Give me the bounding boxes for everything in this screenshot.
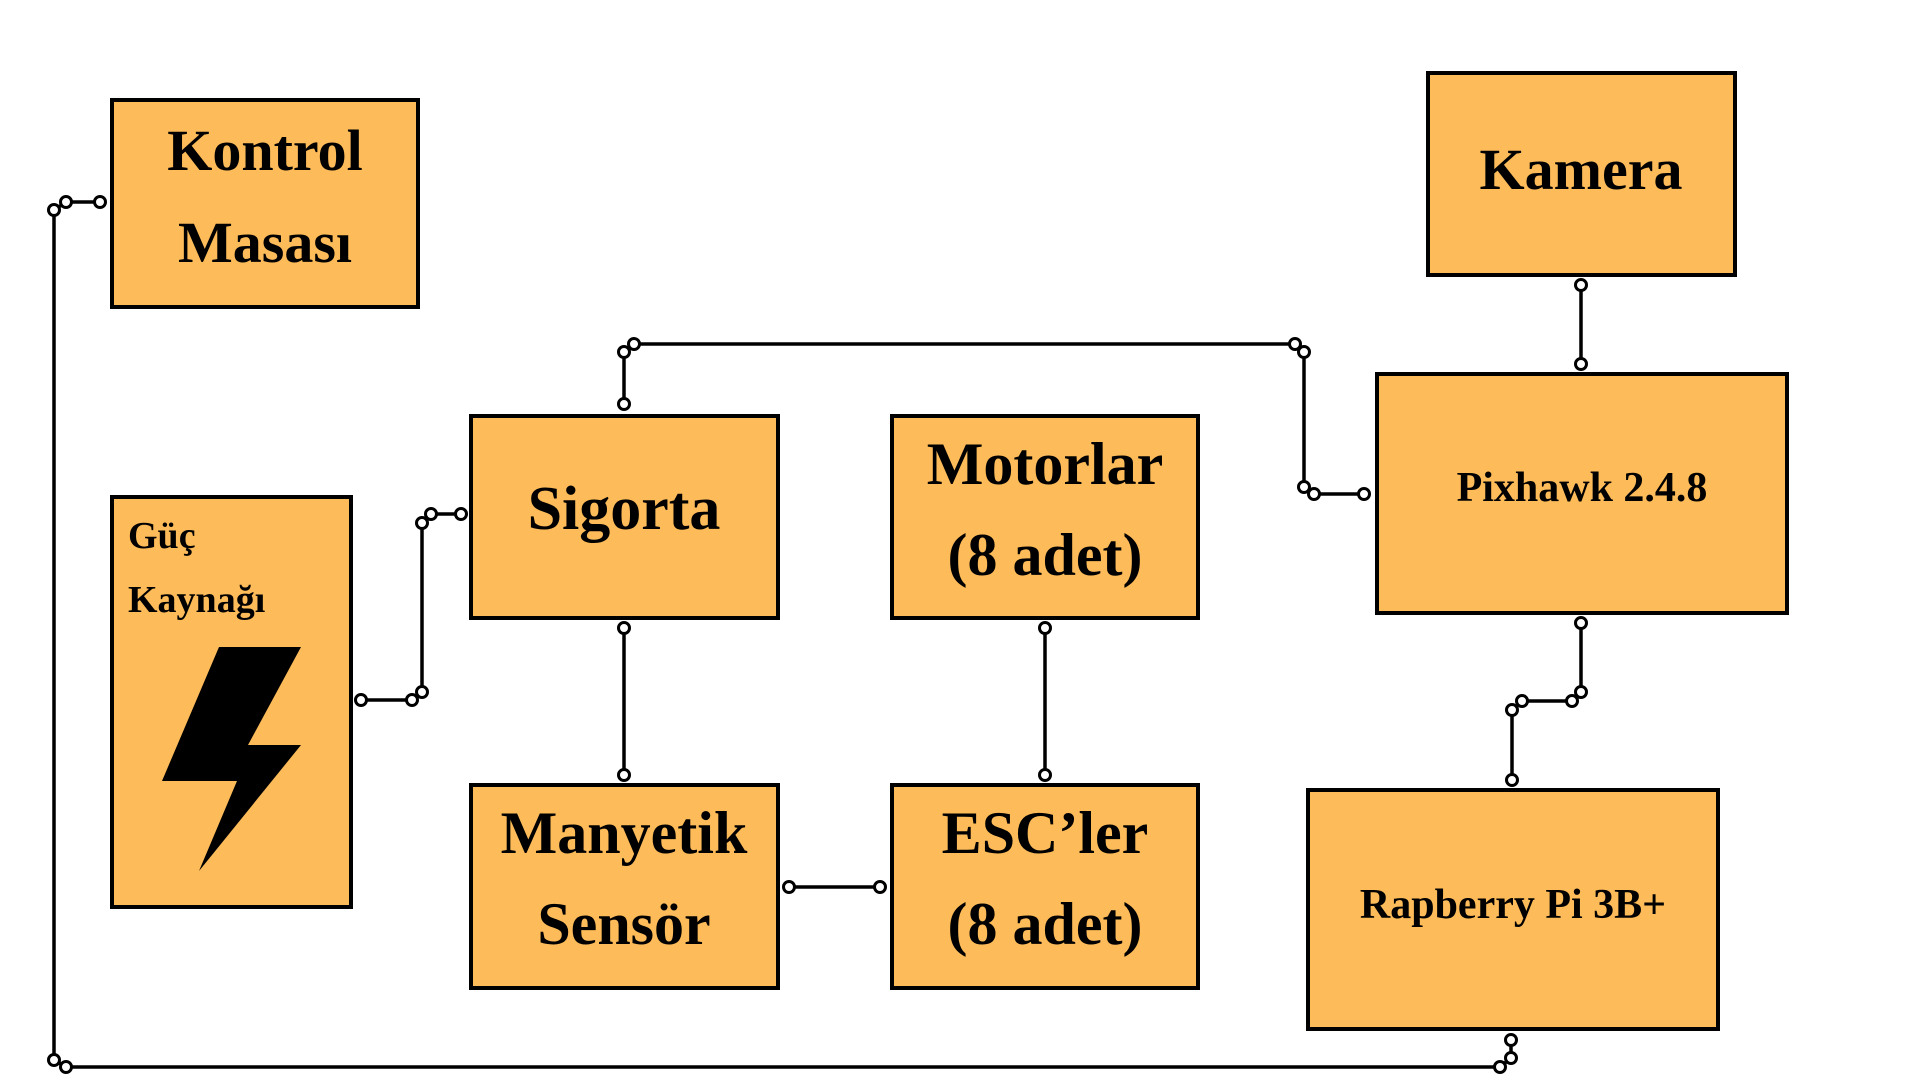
block-pixhawk-box	[1375, 372, 1789, 615]
terminal	[59, 195, 73, 209]
terminal	[1574, 616, 1588, 630]
terminal	[617, 768, 631, 782]
block-kontrol-line2: Masası	[178, 210, 352, 275]
terminal	[47, 1053, 61, 1067]
block-motorlar-box	[890, 414, 1200, 620]
block-motorlar-line1: Motorlar	[927, 431, 1164, 497]
terminal	[1038, 621, 1052, 635]
block-motorlar: Motorlar (8 adet)	[890, 414, 1200, 620]
terminal	[415, 685, 429, 699]
connection-terminals	[47, 195, 1588, 1074]
terminal	[627, 337, 641, 351]
block-raspberry-box	[1306, 788, 1720, 1031]
block-sigorta: Sigorta	[469, 414, 780, 620]
terminal	[1515, 694, 1529, 708]
wire-pixhawk-to-raspberry	[1510, 623, 1583, 780]
terminal	[59, 1060, 73, 1074]
terminal	[1307, 487, 1321, 501]
block-guc-kaynagi: Güç Kaynağı	[110, 495, 353, 909]
terminal	[454, 507, 468, 521]
terminal	[617, 345, 631, 359]
block-esc-line2: (8 adet)	[948, 891, 1143, 957]
terminal	[617, 397, 631, 411]
terminal	[415, 516, 429, 530]
terminal	[1574, 357, 1588, 371]
terminal	[1505, 703, 1519, 717]
terminal	[424, 507, 438, 521]
terminal	[1297, 345, 1311, 359]
terminal	[873, 880, 887, 894]
block-manyetik-box	[469, 783, 780, 990]
block-manyetik-sensor: Manyetik Sensör	[469, 783, 780, 990]
block-esc-line1: ESC’ler	[942, 800, 1149, 866]
block-sigorta-label: Sigorta	[528, 475, 721, 543]
block-kamera: Kamera	[1426, 71, 1737, 277]
terminal	[93, 195, 107, 209]
block-guc-line1: Güç	[128, 515, 196, 557]
block-guc-line2: Kaynağı	[128, 579, 265, 621]
block-pixhawk: Pixhawk 2.4.8	[1375, 372, 1789, 615]
block-kontrol-box	[110, 98, 420, 309]
terminal	[47, 203, 61, 217]
block-kontrol-masasi: Kontrol Masası	[110, 98, 420, 309]
block-manyetik-line2: Sensör	[537, 891, 710, 957]
terminal	[1493, 1060, 1507, 1074]
block-motorlar-line2: (8 adet)	[948, 522, 1143, 588]
terminal	[1565, 694, 1579, 708]
block-kontrol-line1: Kontrol	[167, 118, 363, 183]
block-esc-box	[890, 783, 1200, 990]
block-raspberry-label: Rapberry Pi 3B+	[1360, 882, 1666, 928]
terminal	[1504, 1033, 1518, 1047]
lightning-bolt-icon	[162, 647, 301, 871]
block-escler: ESC’ler (8 adet)	[890, 783, 1200, 990]
block-sigorta-box	[469, 414, 780, 620]
wire-guc-to-sigorta	[361, 512, 461, 702]
terminal	[1357, 487, 1371, 501]
block-kamera-label: Kamera	[1480, 137, 1683, 202]
terminal	[1297, 480, 1311, 494]
terminal	[1574, 278, 1588, 292]
terminal	[617, 621, 631, 635]
block-manyetik-line1: Manyetik	[501, 800, 748, 866]
block-pixhawk-label: Pixhawk 2.4.8	[1457, 465, 1708, 511]
terminal	[1574, 685, 1588, 699]
terminal	[1505, 773, 1519, 787]
terminal	[1504, 1051, 1518, 1065]
terminal	[1038, 768, 1052, 782]
terminal	[782, 880, 796, 894]
block-raspberry-pi: Rapberry Pi 3B+	[1306, 788, 1720, 1031]
block-kamera-box	[1426, 71, 1737, 277]
terminal	[405, 693, 419, 707]
terminal	[354, 693, 368, 707]
terminal	[1288, 337, 1302, 351]
